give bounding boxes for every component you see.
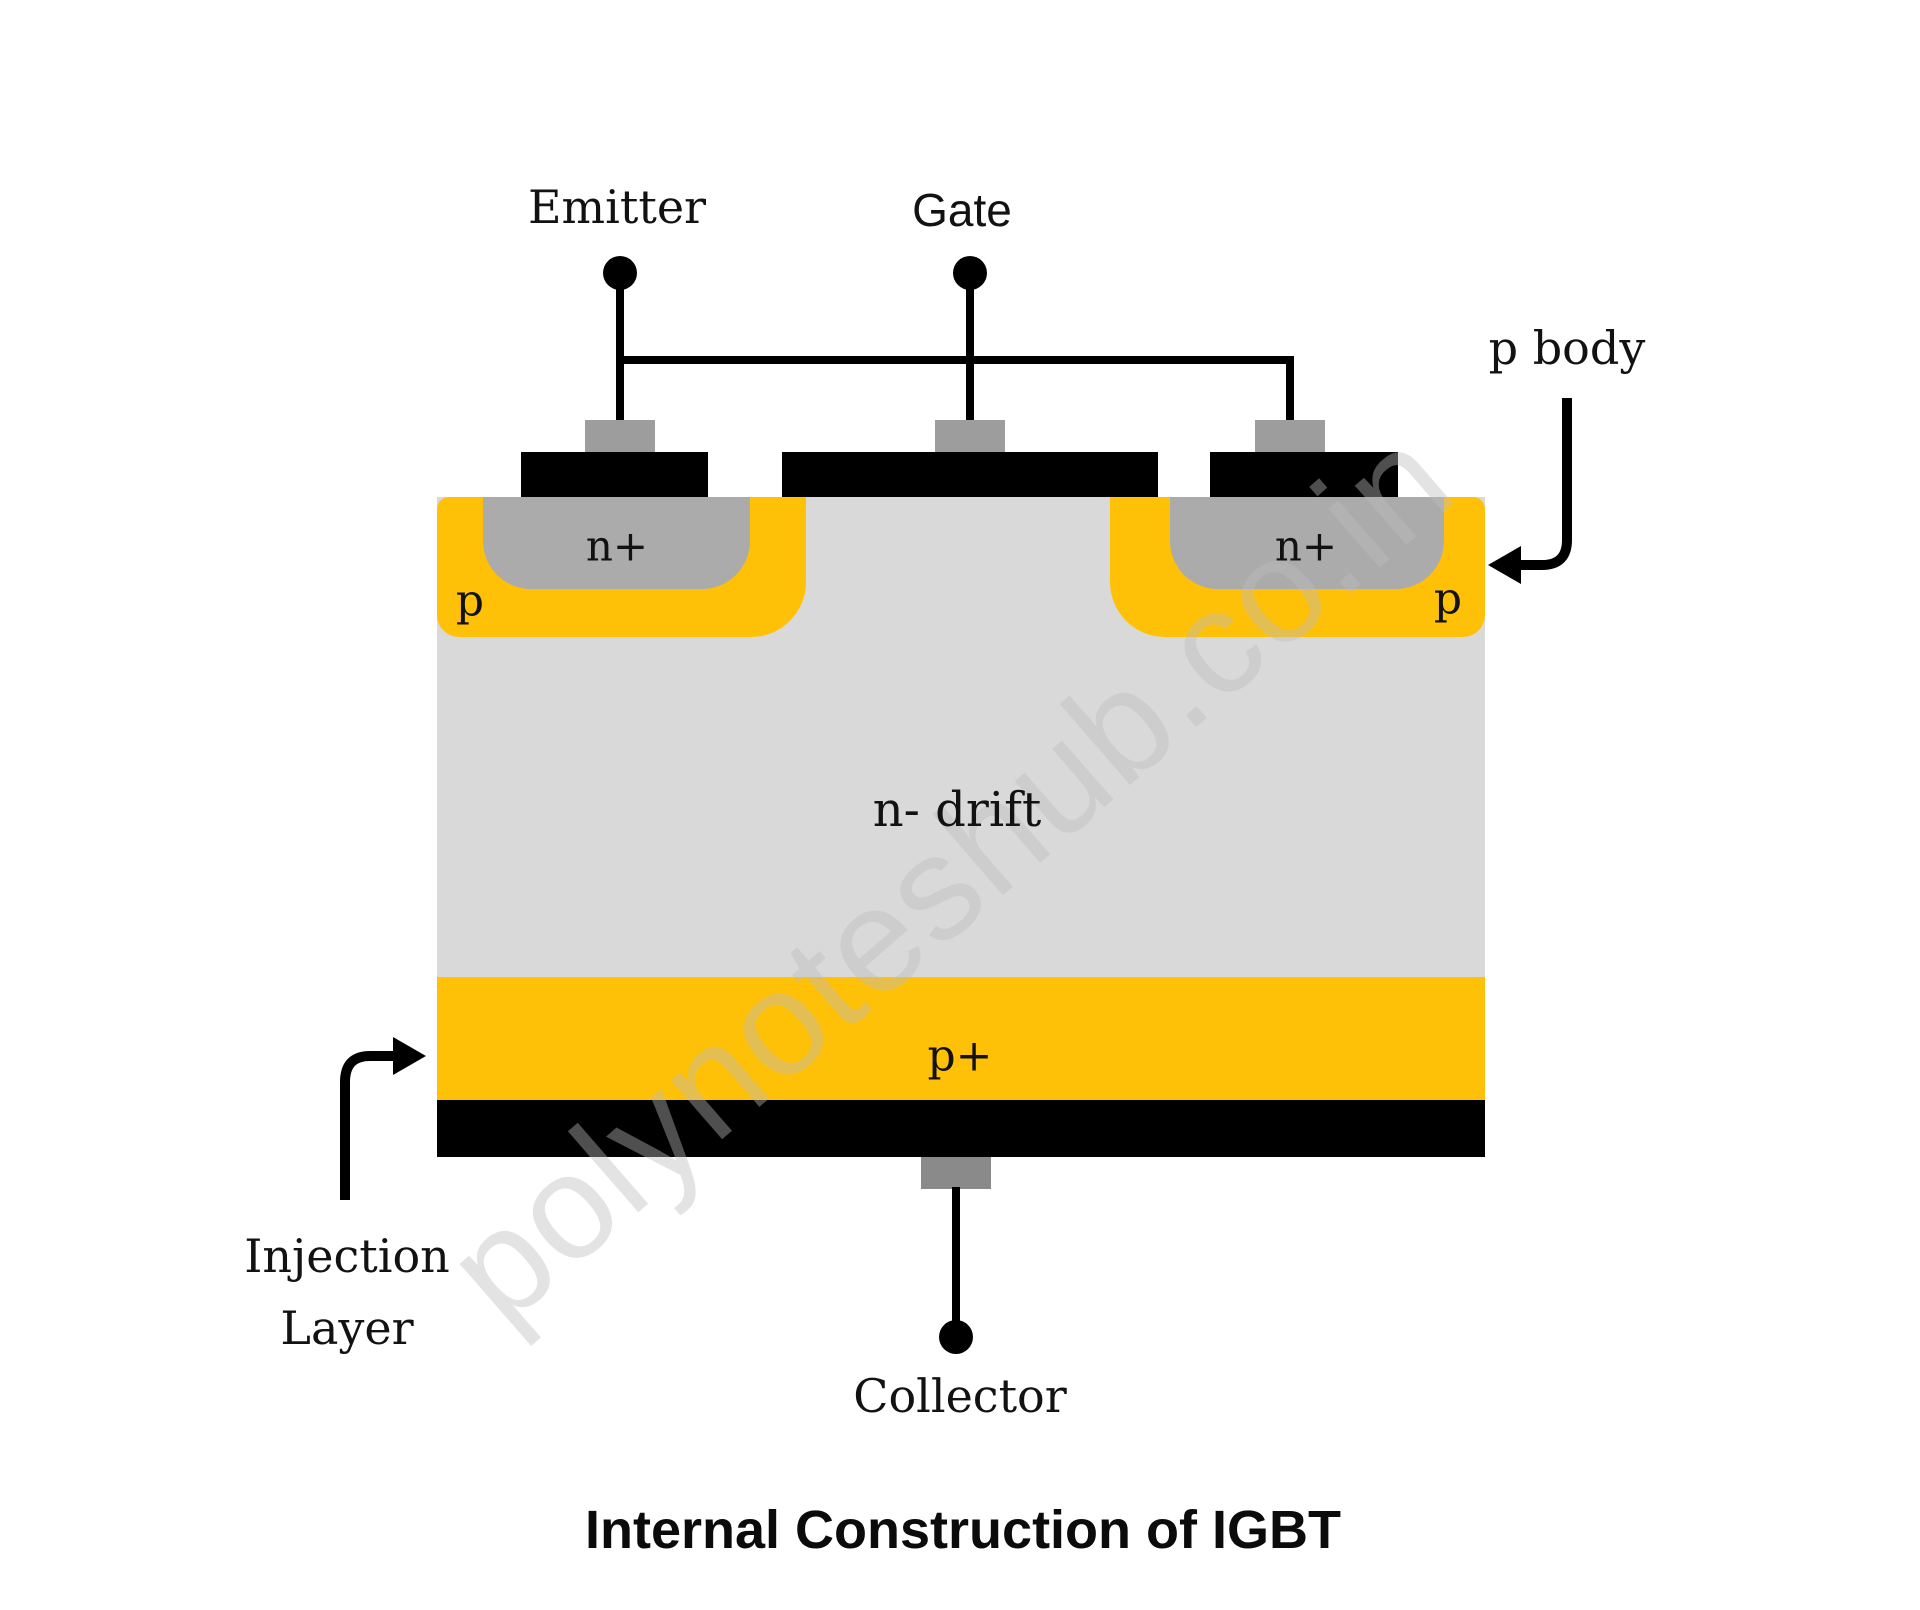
gate-electrode [782, 452, 1158, 497]
n-plus-region-right [1170, 497, 1444, 589]
n-drift-label: n- drift [872, 782, 1042, 838]
n-plus-right-label: n+ [1274, 521, 1338, 571]
p-plus-injection-layer [437, 977, 1485, 1100]
injection-layer-arrow [340, 1037, 426, 1200]
top-bus-wire [616, 356, 1294, 364]
emitter-electrode-right [1210, 452, 1398, 497]
emitter-electrode-left [521, 452, 708, 497]
collector-metal-plate [437, 1100, 1485, 1157]
gate-label: Gate [912, 184, 1012, 236]
p-right-label: p [1433, 573, 1463, 625]
p-plus-label: p+ [927, 1030, 993, 1082]
emitter-terminal-dot [603, 256, 637, 290]
gate-wire [966, 271, 974, 420]
page-title: Internal Construction of IGBT [585, 1500, 1341, 1560]
collector-label: Collector [853, 1369, 1067, 1423]
n-plus-left-label: n+ [585, 521, 649, 571]
emitter-wire [616, 271, 624, 420]
collector-wire [952, 1187, 960, 1322]
p-left-label: p [455, 575, 485, 627]
gate-terminal-dot [953, 256, 987, 290]
collector-terminal-dot [939, 1320, 973, 1354]
p-body-arrow [1488, 398, 1572, 584]
right-drop-wire [1286, 356, 1294, 420]
right-contact-pad [1255, 420, 1325, 452]
emitter-label: Emitter [527, 180, 707, 234]
injection-layer-label-line1: Injection [244, 1229, 450, 1283]
p-body-label: p body [1488, 321, 1646, 375]
n-plus-region-left [483, 497, 750, 589]
collector-contact-pad [921, 1157, 991, 1189]
injection-layer-label-line2: Layer [280, 1301, 414, 1355]
gate-contact-pad [935, 420, 1005, 452]
injection-layer-label: Injection Layer [244, 1220, 450, 1364]
emitter-contact-pad [585, 420, 655, 452]
